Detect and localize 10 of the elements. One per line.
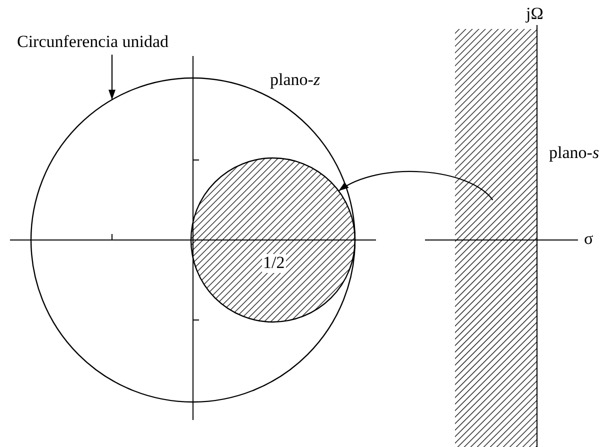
mapping-arrow <box>338 170 494 200</box>
hatched-disk <box>190 157 356 323</box>
value-label: 1/2 <box>262 254 286 273</box>
callout-text: Circunferencia unidad <box>17 33 169 52</box>
leader-arrow <box>108 54 116 100</box>
axis-label: σ <box>584 230 594 249</box>
hatched-strip <box>455 29 537 447</box>
plane-label: plano-s <box>549 144 600 163</box>
axis-label: jΩ <box>526 5 544 24</box>
plane-label: plano-z <box>270 71 320 90</box>
